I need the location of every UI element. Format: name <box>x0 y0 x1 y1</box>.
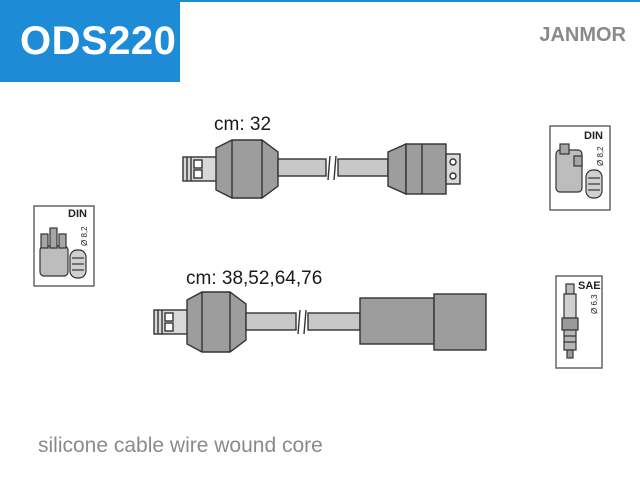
right-sae-plug-icon <box>555 275 603 369</box>
product-code-banner: ODS220 <box>0 0 180 82</box>
cable-2-wire-right <box>307 312 361 331</box>
brand-name: JANMOR <box>539 24 626 46</box>
cable-1-wire-right <box>337 158 389 177</box>
left-connector-standard: DIN <box>68 208 87 220</box>
left-din-cap-icon <box>33 205 95 287</box>
product-code: ODS220 <box>20 18 177 63</box>
cable-1 <box>182 139 461 199</box>
cable-2-length-label: cm: 38,52,64,76 <box>186 268 323 289</box>
right-top-connector-diameter: Ø 8,2 <box>596 146 605 166</box>
cable-2-wire-left <box>245 312 297 331</box>
cable-2-right-boot <box>359 297 435 345</box>
right-bottom-connector-standard: SAE <box>578 280 601 292</box>
left-connector-diameter: Ø 8,2 <box>80 226 89 246</box>
right-top-connector-standard: DIN <box>584 130 603 142</box>
cable-1-left-boot <box>215 139 279 199</box>
right-din-cap-icon <box>549 125 611 211</box>
cable-2 <box>153 291 487 353</box>
cable-2-left-boot <box>186 291 247 353</box>
cable-1-wire-left <box>277 158 327 177</box>
header-rule <box>180 0 640 2</box>
footer-description: silicone cable wire wound core <box>38 434 323 457</box>
cable-1-length-label: cm: 32 <box>214 114 272 135</box>
right-bottom-connector-diameter: Ø 6,3 <box>590 294 599 314</box>
cable-1-right-boot <box>387 142 407 196</box>
